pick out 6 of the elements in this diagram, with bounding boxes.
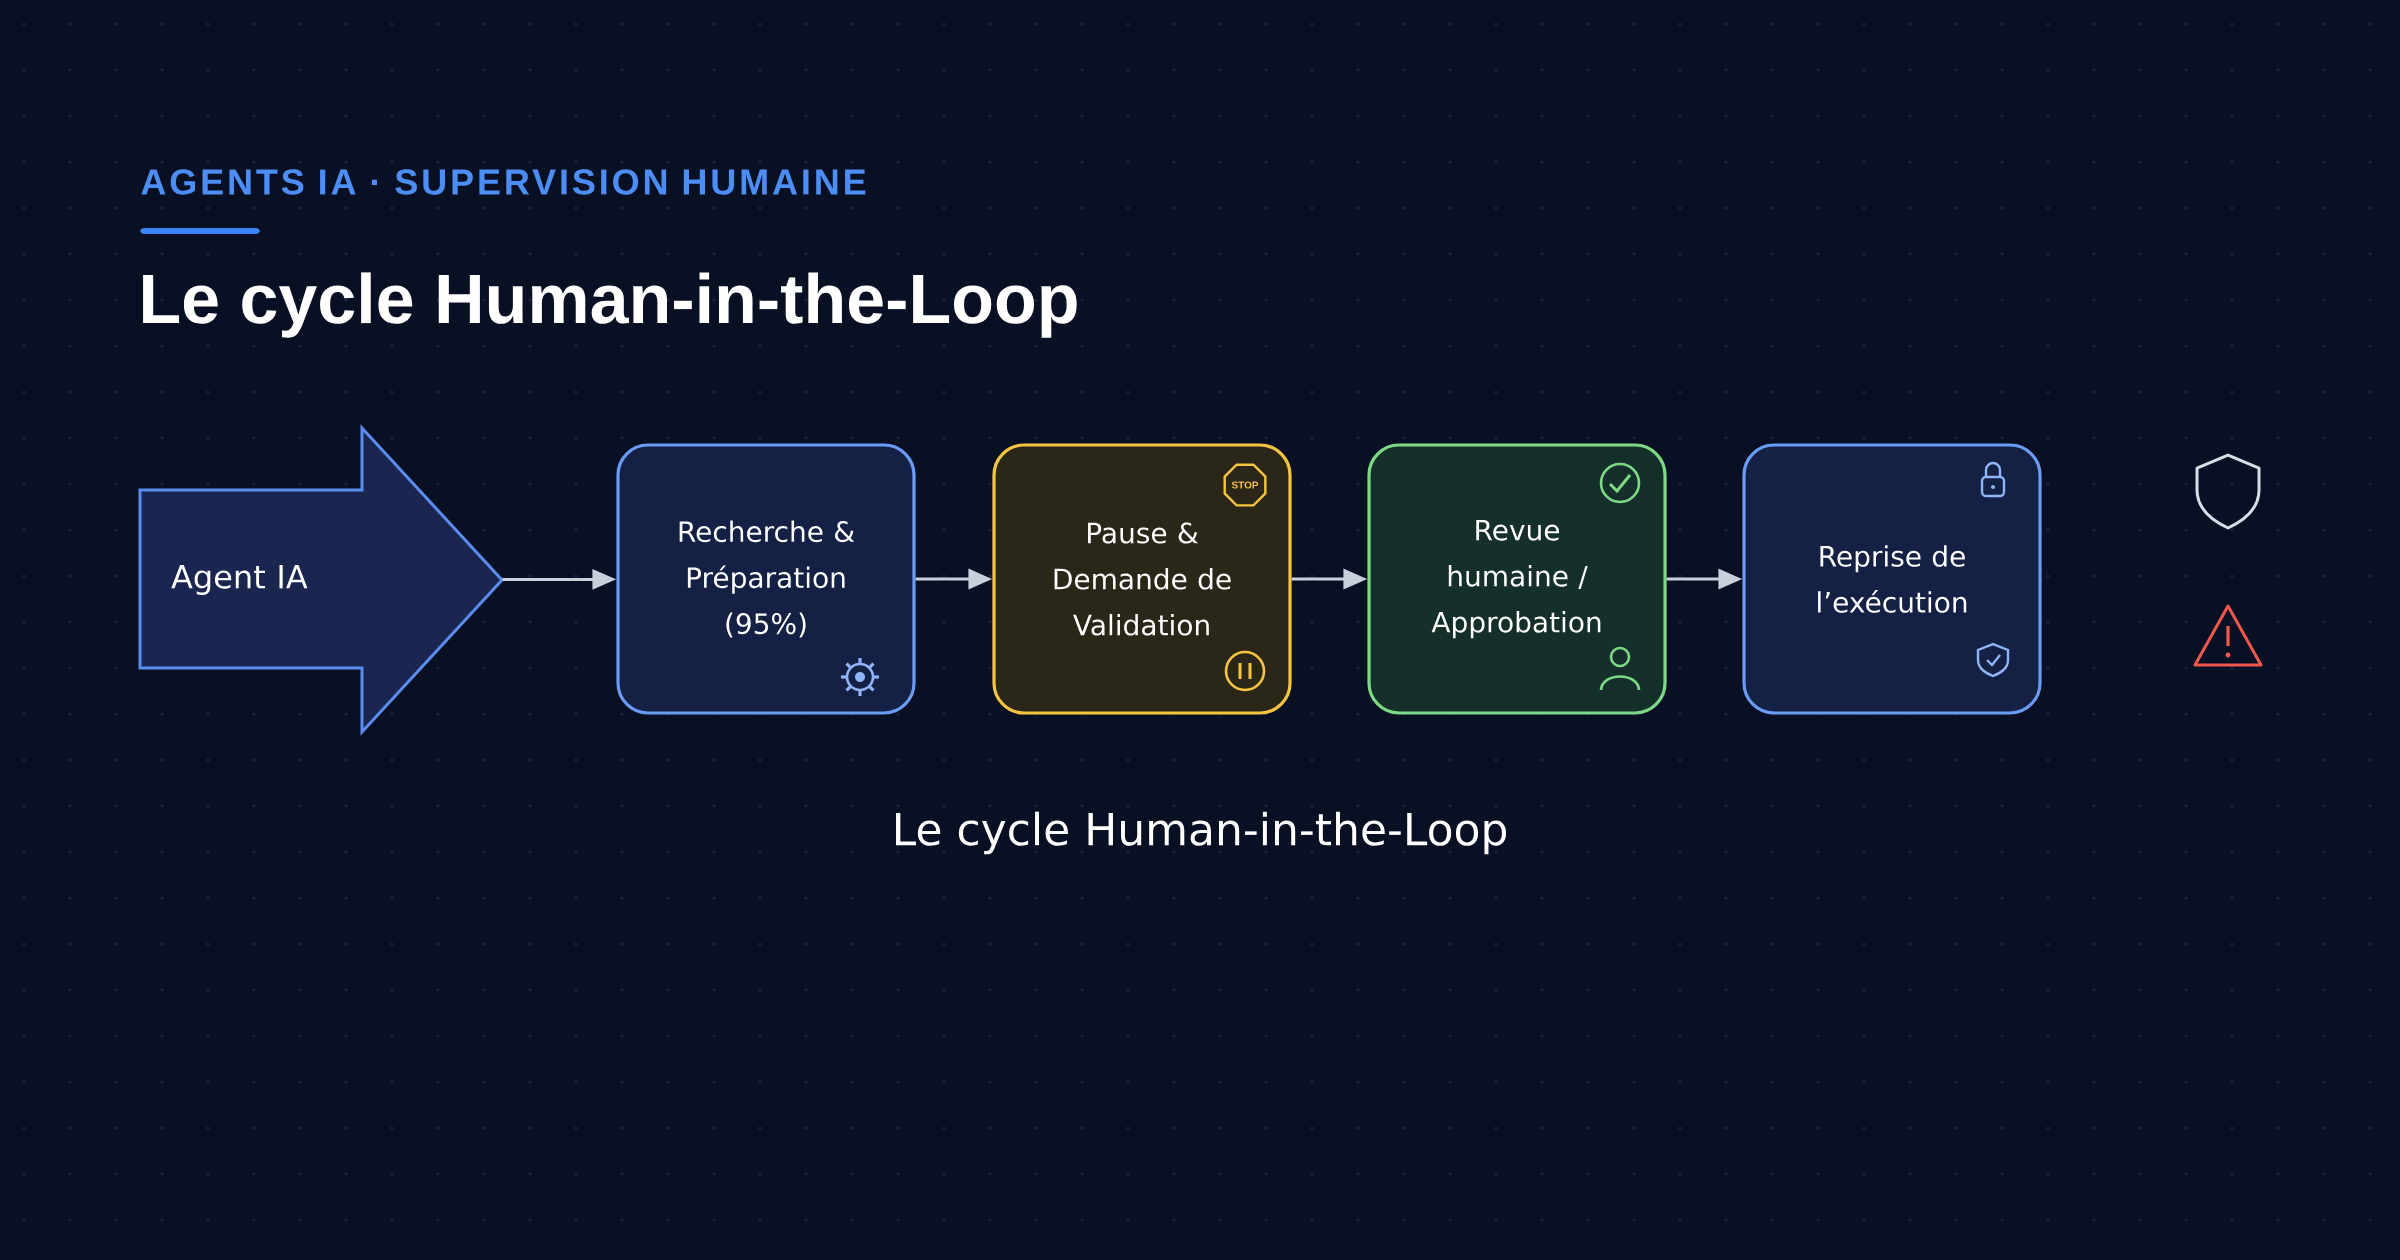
caption: Le cycle Human-in-the-Loop [896, 811, 1506, 855]
eyebrow-text: AGENTS IA · SUPERVISION HUMAINE [141, 169, 866, 195]
title: Le cycle Human-in-the-Loop [143, 272, 1077, 338]
process-box: Revue humaine / Approbation [1367, 443, 1667, 715]
process-box: Recherche & Préparation (95%) [616, 443, 916, 715]
process-box: Reprise de l’exécution [1742, 443, 2042, 715]
